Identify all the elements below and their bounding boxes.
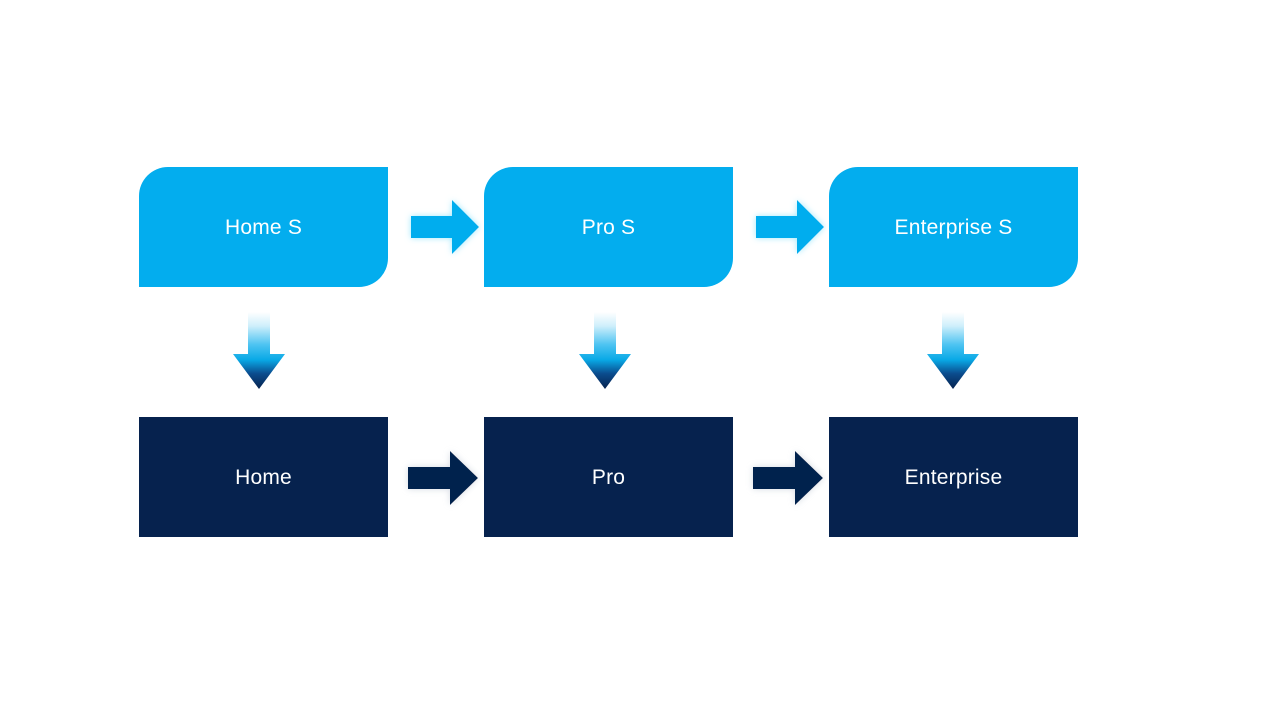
product-box-enterprise-label: Enterprise	[904, 465, 1003, 489]
product-box-pro-label: Pro	[591, 465, 626, 489]
product-box-enterprise[interactable]: Enterprise	[829, 417, 1078, 537]
arrow-right-icon-product-pro-to-enterprise	[744, 441, 829, 515]
service-box-enterprise[interactable]: Enterprise S	[829, 167, 1078, 287]
service-box-pro[interactable]: Pro S	[484, 167, 733, 287]
arrow-down-icon-home	[229, 310, 289, 392]
arrow-right-icon-service-home-to-pro	[404, 190, 484, 264]
arrow-down-icon-pro	[575, 310, 635, 392]
product-box-home-label: Home	[235, 465, 292, 489]
product-box-home[interactable]: Home	[139, 417, 388, 537]
service-box-home[interactable]: Home S	[139, 167, 388, 287]
service-box-pro-label: Pro S	[581, 215, 636, 239]
product-box-pro[interactable]: Pro	[484, 417, 733, 537]
arrow-right-icon-service-pro-to-enterprise	[749, 190, 829, 264]
arrow-right-icon-product-home-to-pro	[399, 441, 484, 515]
service-box-home-label: Home S	[224, 215, 303, 239]
service-box-enterprise-label: Enterprise S	[894, 215, 1013, 239]
arrow-down-icon-enterprise	[923, 310, 983, 392]
